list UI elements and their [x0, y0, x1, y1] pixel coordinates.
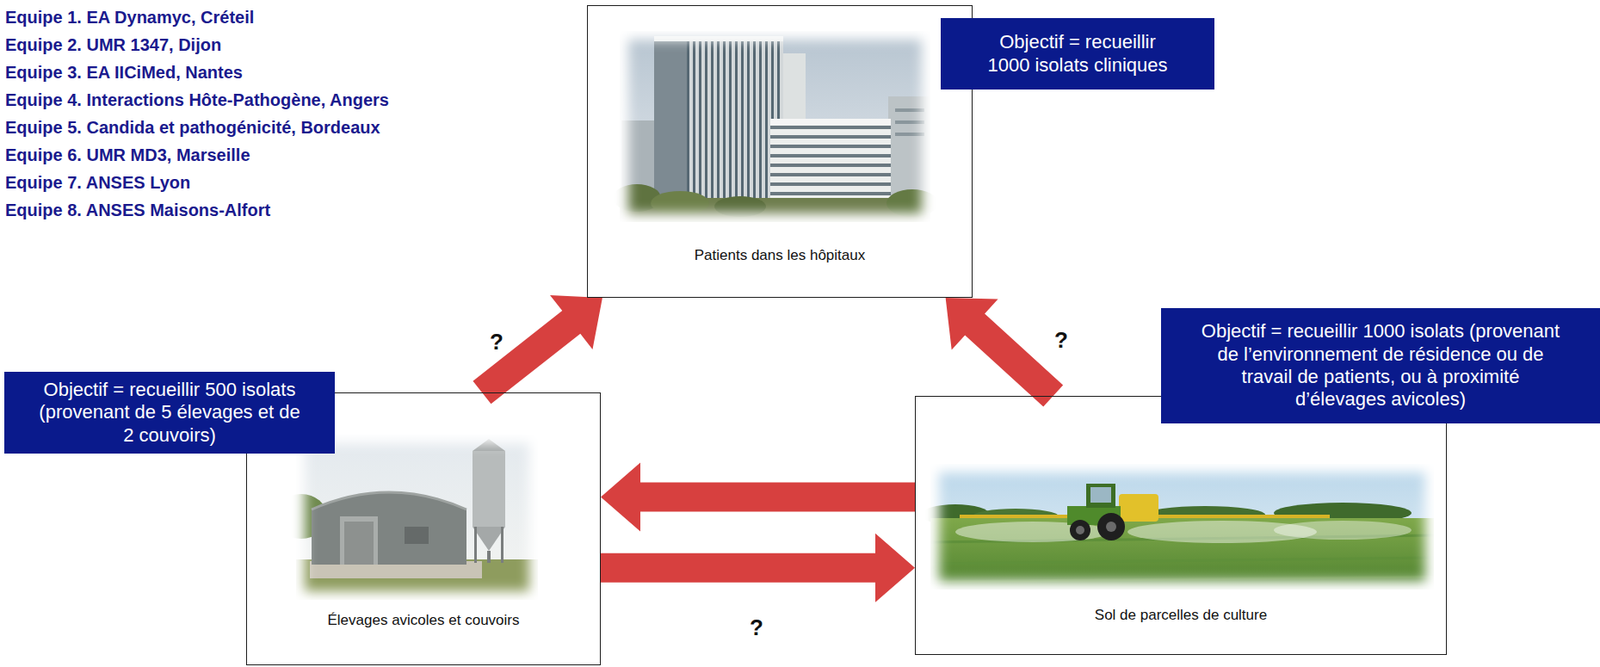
- crop-field-photo-part: [1069, 519, 1091, 541]
- poultry-farm-photo-part: [296, 434, 538, 600]
- poultry-farm-photo-part: [311, 492, 467, 510]
- objective-callout: Objectif = recueillir 1000 isolats (prov…: [1161, 308, 1600, 424]
- crop-field-photo-part: [1118, 494, 1159, 522]
- crop-field-photo-part: [1086, 483, 1116, 508]
- crop-field-photo: [920, 463, 1434, 590]
- flow-arrow: [945, 297, 1063, 408]
- hospital-photo-part: [714, 196, 767, 217]
- callout-text: Objectif = recueillir 1000 isolats clini…: [982, 30, 1174, 77]
- hospital-photo-part: [686, 39, 784, 200]
- callout-text: Objectif = recueillir 500 isolats (prove…: [35, 378, 304, 447]
- box-caption: Sol de parcelles de culture: [915, 606, 1446, 624]
- team-label: Equipe 7. ANSES Lyon: [5, 172, 191, 193]
- crop-field-photo-part: [1273, 520, 1412, 540]
- hospital-photo-part: [886, 189, 939, 217]
- hospital-box: Patients dans les hôpitaux: [586, 5, 973, 298]
- hospital-photo-part: [654, 36, 784, 42]
- team-label: Equipe 4. Interactions Hôte-Pathogène, A…: [5, 89, 390, 111]
- box-caption: Élevages avicoles et couvoirs: [247, 611, 600, 630]
- team-label: Equipe 1. EA Dynamyc, Créteil: [5, 6, 254, 28]
- crop-field-photo-part: [1075, 525, 1085, 535]
- question-mark-label: ?: [1054, 328, 1069, 352]
- team-label: Equipe 6. UMR MD3, Marseille: [5, 144, 251, 166]
- poultry-farm-photo-part: [472, 526, 506, 551]
- team-label: Equipe 8. ANSES Maisons-Alfort: [5, 199, 271, 221]
- poultry-farm-photo-part: [344, 521, 374, 565]
- poultry-farm-photo-part: [487, 550, 491, 563]
- hospital-photo-part: [619, 30, 931, 223]
- hospital-photo-part: [895, 132, 925, 136]
- poultry-farm-photo-part: [311, 492, 467, 565]
- poultry-farm-photo-part: [296, 559, 538, 600]
- hospital-photo-part: [895, 108, 925, 112]
- hospital-photo-part: [654, 39, 687, 200]
- poultry-farm-photo-part: [472, 438, 506, 451]
- box-caption: Patients dans les hôpitaux: [587, 247, 972, 265]
- objective-callout: Objectif = recueillir 500 isolats (prove…: [4, 371, 335, 454]
- poultry-farm-photo-part: [339, 516, 378, 565]
- objective-callout: Objectif = recueillir 1000 isolats clini…: [940, 18, 1215, 90]
- hospital-photo: [612, 30, 939, 223]
- poultry-farm-photo-part: [500, 526, 504, 563]
- poultry-farm-photo-part: [472, 450, 506, 527]
- flow-arrow: [600, 533, 915, 603]
- poultry-farm-photo-part: [474, 526, 477, 563]
- crop-field-photo-part: [1097, 512, 1125, 541]
- poultry-farm-photo: [275, 434, 538, 600]
- crop-field-photo-part: [1105, 521, 1117, 532]
- flow-arrow: [600, 462, 915, 532]
- callout-text: Objectif = recueillir 1000 isolats (prov…: [1195, 320, 1566, 412]
- hospital-photo-part: [770, 118, 891, 125]
- team-label: Equipe 3. EA IICiMed, Nantes: [5, 61, 243, 83]
- crop-field-photo-part: [930, 518, 1434, 590]
- question-mark-label: ?: [489, 330, 504, 353]
- hospital-photo-part: [895, 120, 925, 124]
- hospital-photo-part: [650, 191, 710, 216]
- flow-arrow: [472, 295, 602, 404]
- crop-field-photo-part: [930, 463, 1434, 590]
- poultry-farm-photo-part: [404, 526, 429, 544]
- team-label: Equipe 2. UMR 1347, Dijon: [5, 34, 222, 56]
- crop-field-photo-part: [930, 535, 1434, 582]
- crop-soil-box: Sol de parcelles de culture: [914, 395, 1447, 655]
- question-mark-label: ?: [749, 616, 764, 639]
- team-label: Equipe 5. Candida et pathogénicité, Bord…: [5, 117, 381, 138]
- crop-field-photo-part: [1090, 487, 1112, 503]
